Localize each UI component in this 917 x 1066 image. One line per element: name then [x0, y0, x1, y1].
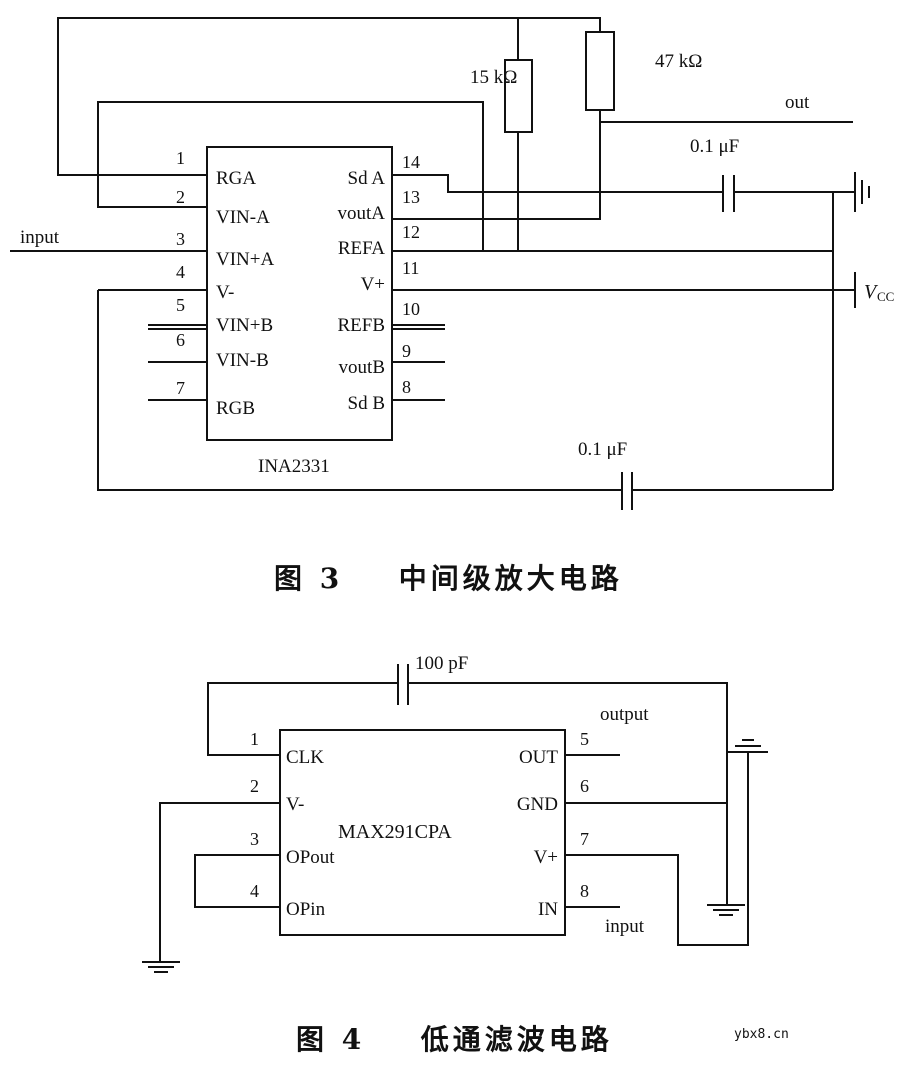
- fig3-pin-number: 1: [176, 148, 185, 168]
- max291-chip-body: [279, 729, 566, 936]
- fig4-pin-name: V+: [534, 847, 558, 868]
- fig4-pin-number: 1: [250, 729, 259, 749]
- fig3-caption: 图 3 中间级放大电路: [274, 557, 623, 597]
- output-label: output: [600, 704, 649, 725]
- fig4-pin-number: 5: [580, 729, 589, 749]
- fig3-pin-name: V+: [361, 274, 385, 295]
- max291-chip-name: MAX291CPA: [338, 821, 452, 843]
- vcc-label: V: [864, 281, 879, 303]
- ina2331-chip-name: INA2331: [258, 456, 330, 477]
- fig4-pin-name: IN: [538, 899, 558, 920]
- vcc-subscript: CC: [877, 289, 894, 304]
- fig4-pin-number: 3: [250, 829, 259, 849]
- fig3-pin-number: 7: [176, 378, 185, 398]
- fig4-pin-name: OUT: [519, 747, 558, 768]
- fig3-pin-name: voutB: [339, 357, 385, 378]
- cap-100pf-label: 100 pF: [415, 653, 468, 674]
- ina2331-chip-body: [206, 146, 393, 441]
- fig4-pin-number: 7: [580, 829, 589, 849]
- fig3-pin-name: voutA: [338, 203, 386, 224]
- fig3-caption-text: 中间级放大电路: [398, 562, 623, 595]
- fig4-caption: 图 4 低通滤波电路: [296, 1018, 613, 1058]
- r2-label: 47 kΩ: [655, 51, 702, 72]
- fig4-pin-number: 6: [580, 776, 589, 796]
- cap-top-label: 0.1 μF: [690, 136, 739, 157]
- fig3-pin-name: RGA: [216, 168, 256, 189]
- fig3-pin-number: 13: [402, 187, 420, 207]
- ground-icon-fig4-right: [707, 904, 745, 916]
- fig3-pin-name: REFA: [338, 238, 385, 259]
- fig3-pin-name: VIN-A: [216, 207, 270, 228]
- resistor-47k: [585, 31, 615, 111]
- fig3-pin-number: 4: [176, 262, 185, 282]
- fig3-pin-name: V-: [216, 282, 234, 303]
- fig3-pin-name: Sd B: [348, 393, 386, 414]
- fig3-pin-number: 9: [402, 341, 411, 361]
- fig3-pin-number: 12: [402, 222, 420, 242]
- watermark: ybx8.cn: [734, 1027, 789, 1042]
- fig3-pin-number: 8: [402, 377, 411, 397]
- r1-label: 15 kΩ: [470, 67, 517, 88]
- fig3-pin-number: 3: [176, 229, 185, 249]
- fig3-pin-name: VIN+B: [216, 315, 273, 336]
- fig4-pin-number: 2: [250, 776, 259, 796]
- fig3-pin-number: 11: [402, 258, 419, 278]
- fig3-circuit: 15 kΩ 47 kΩ out 0.1 μF 0.1 μF input V CC…: [10, 17, 894, 510]
- fig4-pin-name: CLK: [286, 747, 324, 768]
- fig3-pin-name: RGB: [216, 398, 255, 419]
- ground-icon-fig4-left: [142, 961, 180, 973]
- fig4-pin-number: 8: [580, 881, 589, 901]
- out-label: out: [785, 92, 810, 113]
- fig3-pin-name: Sd A: [348, 168, 386, 189]
- fig4-pin-name: V-: [286, 794, 304, 815]
- fig4-pin-name: OPout: [286, 847, 335, 868]
- ground-icon-fig3: [854, 172, 870, 212]
- resistor-15k: [504, 59, 533, 133]
- fig3-pin-name: VIN-B: [216, 350, 269, 371]
- ground-icon-fig4-top: [728, 739, 768, 753]
- fig4-pin-name: OPin: [286, 899, 326, 920]
- cap-bottom-label: 0.1 μF: [578, 439, 627, 460]
- input-label-fig4: input: [605, 916, 645, 937]
- fig3-pin-name: REFB: [337, 315, 385, 336]
- fig3-pin-number: 5: [176, 295, 185, 315]
- fig4-pin-number: 4: [250, 881, 259, 901]
- fig4-caption-text: 低通滤波电路: [420, 1023, 613, 1056]
- fig3-pin-number: 6: [176, 330, 185, 350]
- input-label: input: [20, 227, 60, 248]
- fig3-pin-number: 2: [176, 187, 185, 207]
- fig3-pin-name: VIN+A: [216, 249, 274, 270]
- fig4-pin-name: GND: [517, 794, 558, 815]
- fig3-pin-number: 14: [402, 152, 420, 172]
- fig4-caption-number: 图 4: [296, 1023, 366, 1056]
- fig3-pin-number: 10: [402, 299, 420, 319]
- fig3-caption-number: 图 3: [274, 562, 344, 595]
